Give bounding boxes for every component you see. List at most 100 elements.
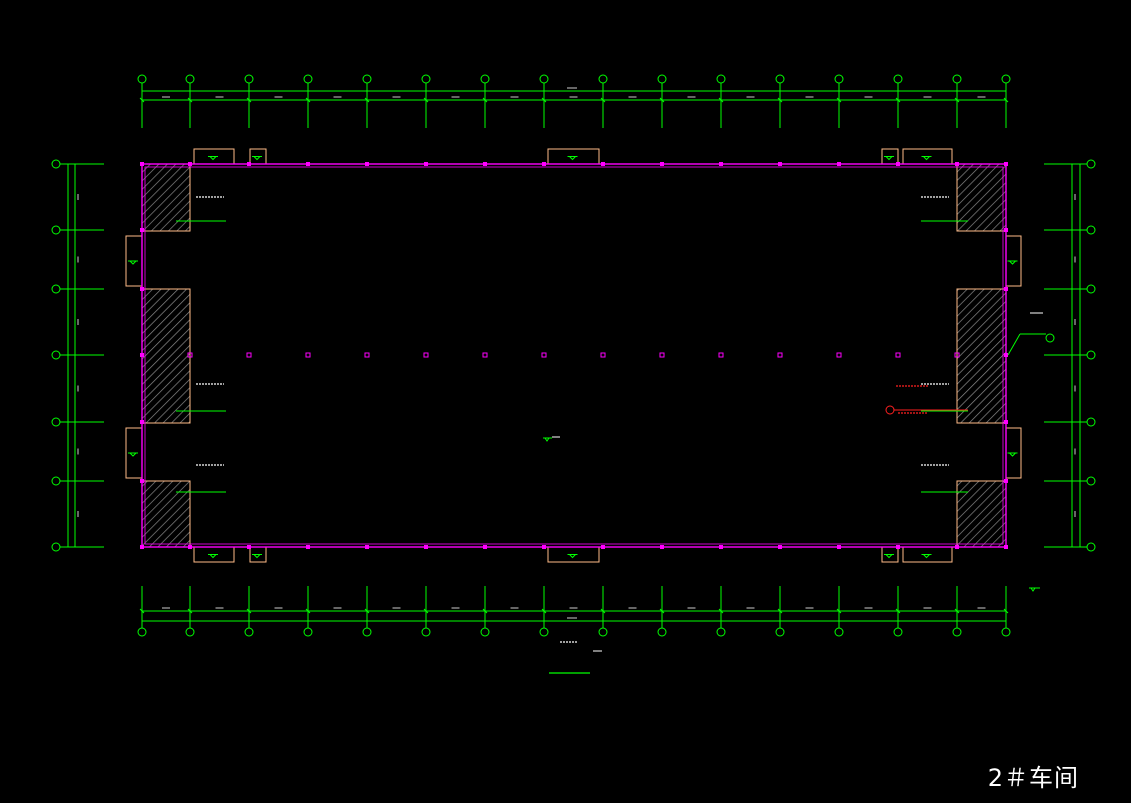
grid-bubble-col-9: [598, 74, 608, 84]
grid-bubble-col-10: [657, 74, 667, 84]
interior-column-marker: [364, 352, 370, 358]
grid-bubble-row-D: [1086, 350, 1096, 360]
column-marker: [719, 545, 723, 549]
column-marker: [778, 545, 782, 549]
dimension-tick: [541, 97, 547, 103]
grid-bubble-col-15: [952, 627, 962, 637]
grid-bubble-col-11: [716, 627, 726, 637]
door-marker: [885, 156, 893, 161]
column-marker: [1004, 479, 1008, 483]
column-marker: [660, 545, 664, 549]
dimension-tick: [600, 97, 606, 103]
grid-bubble-row-F: [1086, 225, 1096, 235]
elevation-marker: [544, 437, 550, 442]
column-marker: [660, 162, 664, 166]
column-marker: [140, 420, 144, 424]
column-marker: [778, 162, 782, 166]
dimension-tick: [1003, 608, 1009, 614]
dimension-tick: [482, 608, 488, 614]
grid-bubble-col-3: [244, 627, 254, 637]
grid-bubble-col-13: [834, 627, 844, 637]
grid-bubble-col-4: [303, 74, 313, 84]
grid-bubble-row-G: [1086, 159, 1096, 169]
dimension-tick: [139, 608, 145, 614]
drawing-caption: 2＃车间: [987, 764, 1079, 792]
column-marker: [896, 545, 900, 549]
interior-column-marker: [895, 352, 901, 358]
door-marker: [569, 554, 576, 559]
column-marker: [1004, 353, 1008, 357]
grid-bubble-row-A: [1086, 542, 1096, 552]
dimension-tick: [600, 608, 606, 614]
column-grid-bottom: [137, 586, 1011, 637]
grid-bubble-col-13: [834, 74, 844, 84]
grid-bubble-col-15: [952, 74, 962, 84]
column-marker: [424, 162, 428, 166]
column-marker: [955, 545, 959, 549]
dimension-tick: [364, 97, 370, 103]
column-grid-top: [137, 74, 1011, 128]
column-marker: [306, 162, 310, 166]
grid-bubble-col-1: [137, 627, 147, 637]
dimension-tick: [482, 97, 488, 103]
grid-bubble-col-14: [893, 627, 903, 637]
dimension-tick: [423, 608, 429, 614]
dimension-tick: [187, 608, 193, 614]
dimension-tick: [718, 97, 724, 103]
interior-column-marker: [600, 352, 606, 358]
grid-bubble-col-5: [362, 627, 372, 637]
column-marker: [1004, 228, 1008, 232]
column-marker: [188, 545, 192, 549]
grid-bubble-col-16: [1001, 74, 1011, 84]
detail-bubble: [1045, 333, 1055, 343]
grid-bubble-col-2: [185, 74, 195, 84]
column-marker: [140, 353, 144, 357]
dimension-tick: [836, 97, 842, 103]
grid-bubble-row-E: [51, 284, 61, 294]
interior-column-marker: [954, 352, 960, 358]
column-marker: [837, 545, 841, 549]
door-marker: [129, 260, 137, 265]
dimension-tick: [246, 97, 252, 103]
door-marker: [129, 452, 137, 457]
door-marker: [923, 554, 930, 559]
hatched-wall-blocks: [141, 163, 1007, 548]
interior-column-marker: [541, 352, 547, 358]
column-marker: [140, 162, 144, 166]
column-marker: [542, 545, 546, 549]
column-marker: [247, 162, 251, 166]
door-frames: [125, 148, 1022, 563]
dimension-tick: [895, 608, 901, 614]
dimension-tick: [954, 608, 960, 614]
interior-column-marker: [482, 352, 488, 358]
dimension-tick: [954, 97, 960, 103]
highlight-bubble: [885, 405, 895, 415]
column-marker: [140, 545, 144, 549]
grid-bubble-row-A: [51, 542, 61, 552]
grid-bubble-col-1: [137, 74, 147, 84]
column-marker: [601, 545, 605, 549]
building-outline: [141, 163, 1007, 548]
column-marker: [188, 162, 192, 166]
dimension-tick: [1003, 97, 1009, 103]
grid-bubble-col-2: [185, 627, 195, 637]
door-marker: [885, 554, 893, 559]
detail-leader: [1007, 333, 1021, 356]
column-marker: [140, 228, 144, 232]
grid-bubble-col-16: [1001, 627, 1011, 637]
dimension-tick: [139, 97, 145, 103]
grid-bubble-col-12: [775, 74, 785, 84]
dimension-tick: [895, 97, 901, 103]
interior-column-marker: [423, 352, 429, 358]
grid-bubble-col-7: [480, 627, 490, 637]
grid-bubble-col-6: [421, 74, 431, 84]
dimension-tick: [659, 97, 665, 103]
dimension-tick: [305, 608, 311, 614]
grid-bubble-row-C: [51, 417, 61, 427]
column-marker: [365, 162, 369, 166]
door-marker: [569, 156, 576, 161]
column-marker: [601, 162, 605, 166]
column-marker: [140, 287, 144, 291]
grid-bubble-row-G: [51, 159, 61, 169]
column-marker: [1004, 287, 1008, 291]
